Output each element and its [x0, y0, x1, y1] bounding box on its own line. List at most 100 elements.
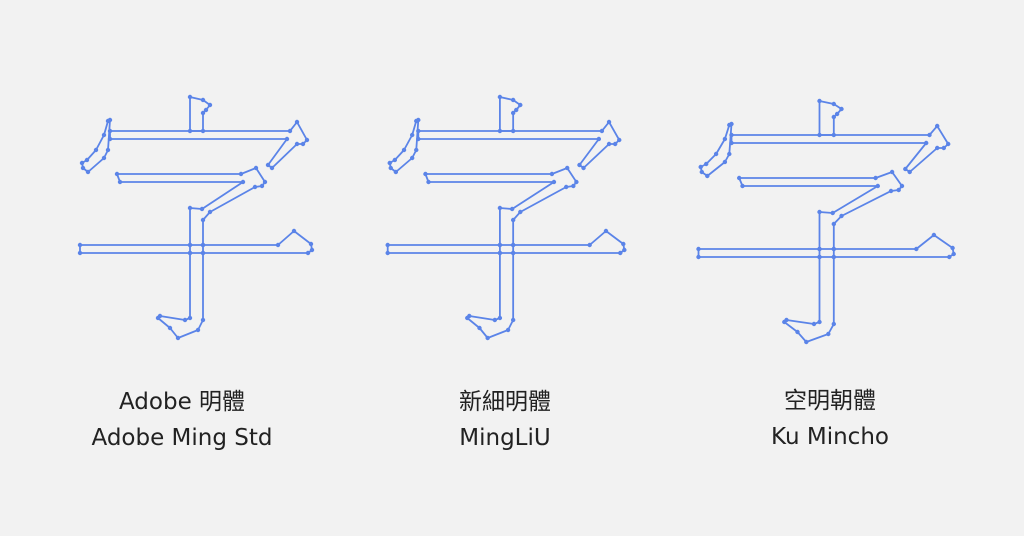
font-label-ku-mincho: 空明朝體 Ku Mincho: [680, 383, 980, 455]
anchor-point: [392, 157, 398, 163]
anchor-point: [705, 173, 710, 179]
anchor-point: [505, 327, 511, 333]
anchor-point: [253, 165, 259, 171]
glyph-stroke-outline: [818, 100, 843, 136]
anchor-point: [199, 206, 205, 212]
anchor-point: [831, 254, 836, 260]
glyph-stroke-outline: [157, 252, 204, 339]
anchor-point: [830, 210, 835, 216]
anchor-point: [935, 145, 940, 151]
glyph-stroke-outline: [730, 125, 950, 173]
anchor-point: [77, 250, 83, 256]
anchor-point: [385, 250, 390, 256]
anchor-point: [565, 165, 570, 171]
anchor-point: [287, 128, 293, 134]
anchor-point: [510, 317, 516, 323]
anchor-point: [564, 184, 569, 190]
anchor-point: [200, 217, 206, 223]
anchor-point: [101, 132, 107, 138]
anchor-point: [935, 123, 940, 129]
font-name-chinese: Adobe 明體: [118, 389, 246, 415]
anchor-point: [729, 121, 734, 127]
anchor-point: [309, 247, 315, 253]
anchor-point: [737, 175, 742, 181]
anchor-point: [549, 171, 555, 177]
anchor-point: [606, 141, 612, 147]
anchor-point: [187, 315, 193, 321]
anchor-point: [518, 209, 523, 215]
anchor-point: [510, 242, 516, 248]
glyph-ku-mincho: [696, 98, 956, 345]
anchor-point: [831, 101, 836, 107]
anchor-point: [308, 241, 314, 247]
anchor-point: [931, 232, 937, 238]
anchor-point: [839, 213, 844, 219]
anchor-point: [305, 250, 311, 256]
anchor-point: [157, 313, 163, 319]
anchor-point: [618, 250, 623, 256]
anchor-point: [581, 165, 586, 171]
anchor-point: [182, 317, 188, 323]
anchor-point: [80, 165, 86, 171]
anchor-point: [727, 151, 732, 157]
anchor-point: [262, 179, 268, 185]
anchor-point: [924, 140, 929, 146]
anchor-point: [426, 179, 431, 185]
anchor-point: [200, 110, 206, 116]
anchor-point: [187, 94, 193, 100]
anchor-point: [599, 128, 605, 134]
anchor-point: [385, 242, 390, 248]
glyph-stroke-outline: [81, 119, 111, 173]
anchor-point: [207, 209, 213, 215]
anchor-point: [875, 183, 880, 189]
anchor-point: [393, 169, 399, 175]
anchor-point: [587, 242, 592, 248]
anchor-point: [291, 228, 297, 234]
anchor-point: [416, 117, 421, 123]
anchor-point: [510, 217, 516, 223]
anchor-point: [240, 179, 246, 185]
anchor-point: [927, 132, 932, 138]
anchor-point: [510, 250, 516, 256]
glyph-stroke-outline: [79, 244, 191, 254]
anchor-point: [577, 162, 582, 168]
anchor-point: [423, 171, 428, 177]
anchor-point: [831, 221, 836, 227]
anchor-point: [811, 321, 817, 327]
font-name-english: Ku Mincho: [771, 424, 889, 450]
anchor-point: [571, 183, 576, 189]
anchor-point: [107, 117, 113, 123]
anchor-point: [722, 136, 728, 142]
anchor-point: [84, 157, 90, 163]
anchor-point: [896, 187, 901, 193]
anchor-point: [704, 161, 709, 167]
anchor-point: [622, 247, 627, 253]
anchor-point: [187, 250, 193, 256]
glyph-stroke-outline: [388, 119, 420, 173]
anchor-point: [200, 250, 206, 256]
anchor-point: [946, 141, 951, 147]
anchor-point: [414, 147, 419, 153]
anchor-point: [467, 313, 472, 319]
anchor-point: [740, 183, 745, 189]
anchor-point: [804, 339, 809, 345]
anchor-point: [950, 245, 955, 251]
anchor-point: [606, 119, 612, 125]
anchor-point: [300, 141, 306, 147]
anchor-point: [93, 147, 99, 153]
anchor-point: [839, 106, 844, 112]
anchor-point: [817, 254, 822, 260]
anchor-point: [497, 205, 503, 211]
glyph-stroke-outline: [512, 230, 626, 254]
glyph-stroke-outline: [109, 121, 308, 169]
anchor-point: [409, 155, 415, 161]
anchor-point: [722, 159, 728, 165]
anchor-point: [497, 94, 503, 100]
glyph-stroke-outline: [417, 121, 621, 169]
glyph-stroke-outline: [386, 244, 501, 254]
anchor-point: [941, 145, 946, 151]
glyph-stroke-outline: [466, 252, 515, 339]
anchor-point: [831, 246, 836, 252]
anchor-point: [497, 250, 503, 256]
anchor-point: [596, 136, 602, 142]
